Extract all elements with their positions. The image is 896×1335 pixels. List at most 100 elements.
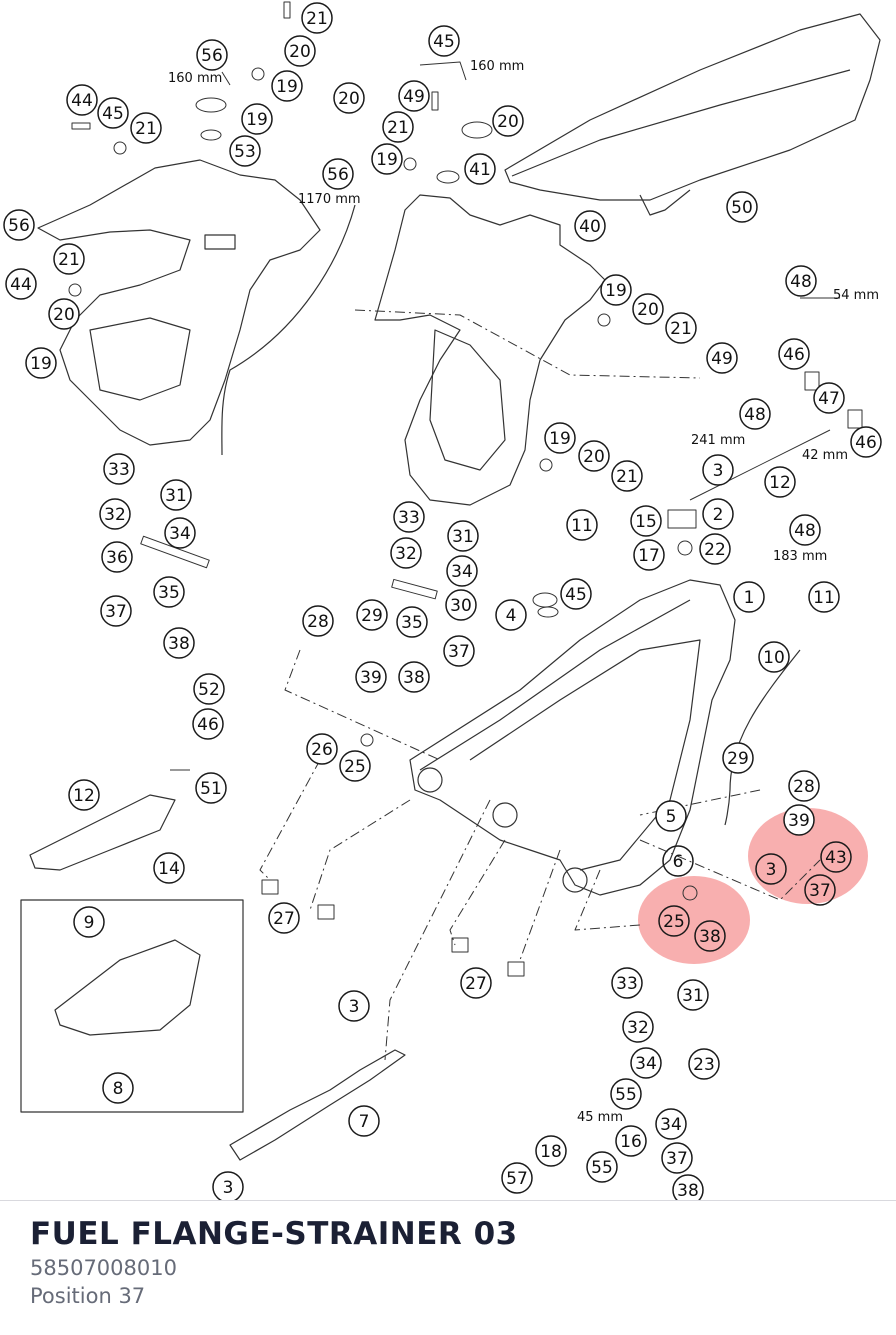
callout-45[interactable]: 45 bbox=[560, 578, 592, 610]
callout-50[interactable]: 50 bbox=[726, 191, 758, 223]
callout-34[interactable]: 34 bbox=[655, 1108, 687, 1140]
callout-45[interactable]: 45 bbox=[428, 25, 460, 57]
callout-21[interactable]: 21 bbox=[665, 312, 697, 344]
callout-29[interactable]: 29 bbox=[722, 742, 754, 774]
callout-34[interactable]: 34 bbox=[446, 555, 478, 587]
callout-23[interactable]: 23 bbox=[688, 1048, 720, 1080]
callout-9[interactable]: 9 bbox=[73, 906, 105, 938]
callout-41[interactable]: 41 bbox=[464, 153, 496, 185]
callout-21[interactable]: 21 bbox=[53, 243, 85, 275]
callout-8[interactable]: 8 bbox=[102, 1072, 134, 1104]
callout-11[interactable]: 11 bbox=[808, 581, 840, 613]
callout-33[interactable]: 33 bbox=[393, 501, 425, 533]
callout-20[interactable]: 20 bbox=[492, 105, 524, 137]
callout-35[interactable]: 35 bbox=[153, 576, 185, 608]
callout-37[interactable]: 37 bbox=[100, 595, 132, 627]
callout-44[interactable]: 44 bbox=[5, 268, 37, 300]
callout-38[interactable]: 38 bbox=[672, 1174, 704, 1200]
callout-31[interactable]: 31 bbox=[160, 479, 192, 511]
callout-11[interactable]: 11 bbox=[566, 509, 598, 541]
callout-33[interactable]: 33 bbox=[103, 453, 135, 485]
callout-34[interactable]: 34 bbox=[630, 1047, 662, 1079]
callout-45[interactable]: 45 bbox=[97, 97, 129, 129]
callout-40[interactable]: 40 bbox=[574, 210, 606, 242]
callout-39[interactable]: 39 bbox=[355, 661, 387, 693]
callout-46[interactable]: 46 bbox=[850, 426, 882, 458]
callout-1[interactable]: 1 bbox=[733, 581, 765, 613]
callout-25[interactable]: 25 bbox=[658, 905, 690, 937]
callout-19[interactable]: 19 bbox=[371, 143, 403, 175]
callout-12[interactable]: 12 bbox=[68, 779, 100, 811]
callout-20[interactable]: 20 bbox=[578, 440, 610, 472]
callout-48[interactable]: 48 bbox=[789, 514, 821, 546]
callout-31[interactable]: 31 bbox=[677, 979, 709, 1011]
callout-38[interactable]: 38 bbox=[163, 627, 195, 659]
callout-49[interactable]: 49 bbox=[706, 342, 738, 374]
callout-21[interactable]: 21 bbox=[130, 112, 162, 144]
callout-32[interactable]: 32 bbox=[622, 1011, 654, 1043]
callout-10[interactable]: 10 bbox=[758, 641, 790, 673]
callout-25[interactable]: 25 bbox=[339, 750, 371, 782]
callout-33[interactable]: 33 bbox=[611, 967, 643, 999]
callout-57[interactable]: 57 bbox=[501, 1162, 533, 1194]
callout-55[interactable]: 55 bbox=[586, 1151, 618, 1183]
callout-19[interactable]: 19 bbox=[600, 274, 632, 306]
callout-19[interactable]: 19 bbox=[544, 422, 576, 454]
callout-43[interactable]: 43 bbox=[820, 841, 852, 873]
callout-14[interactable]: 14 bbox=[153, 852, 185, 884]
callout-27[interactable]: 27 bbox=[460, 967, 492, 999]
callout-55[interactable]: 55 bbox=[610, 1078, 642, 1110]
callout-2[interactable]: 2 bbox=[702, 498, 734, 530]
callout-19[interactable]: 19 bbox=[241, 103, 273, 135]
callout-37[interactable]: 37 bbox=[661, 1142, 693, 1174]
callout-48[interactable]: 48 bbox=[785, 265, 817, 297]
callout-7[interactable]: 7 bbox=[348, 1105, 380, 1137]
callout-20[interactable]: 20 bbox=[48, 298, 80, 330]
callout-48[interactable]: 48 bbox=[739, 398, 771, 430]
callout-36[interactable]: 36 bbox=[101, 541, 133, 573]
callout-52[interactable]: 52 bbox=[193, 673, 225, 705]
callout-27[interactable]: 27 bbox=[268, 902, 300, 934]
callout-4[interactable]: 4 bbox=[495, 599, 527, 631]
callout-21[interactable]: 21 bbox=[301, 2, 333, 34]
callout-32[interactable]: 32 bbox=[390, 537, 422, 569]
callout-39[interactable]: 39 bbox=[783, 804, 815, 836]
callout-21[interactable]: 21 bbox=[611, 460, 643, 492]
callout-46[interactable]: 46 bbox=[192, 708, 224, 740]
callout-3[interactable]: 3 bbox=[212, 1171, 244, 1200]
callout-56[interactable]: 56 bbox=[322, 158, 354, 190]
callout-56[interactable]: 56 bbox=[3, 209, 35, 241]
callout-6[interactable]: 6 bbox=[662, 845, 694, 877]
callout-12[interactable]: 12 bbox=[764, 466, 796, 498]
callout-49[interactable]: 49 bbox=[398, 80, 430, 112]
callout-38[interactable]: 38 bbox=[694, 920, 726, 952]
callout-37[interactable]: 37 bbox=[804, 874, 836, 906]
callout-35[interactable]: 35 bbox=[396, 606, 428, 638]
callout-19[interactable]: 19 bbox=[25, 347, 57, 379]
callout-3[interactable]: 3 bbox=[338, 990, 370, 1022]
callout-17[interactable]: 17 bbox=[633, 539, 665, 571]
callout-53[interactable]: 53 bbox=[229, 135, 261, 167]
callout-16[interactable]: 16 bbox=[615, 1125, 647, 1157]
callout-46[interactable]: 46 bbox=[778, 338, 810, 370]
callout-56[interactable]: 56 bbox=[196, 39, 228, 71]
callout-20[interactable]: 20 bbox=[632, 293, 664, 325]
callout-44[interactable]: 44 bbox=[66, 84, 98, 116]
callout-30[interactable]: 30 bbox=[445, 589, 477, 621]
callout-31[interactable]: 31 bbox=[447, 520, 479, 552]
callout-28[interactable]: 28 bbox=[302, 605, 334, 637]
callout-21[interactable]: 21 bbox=[382, 111, 414, 143]
callout-3[interactable]: 3 bbox=[702, 454, 734, 486]
callout-26[interactable]: 26 bbox=[306, 733, 338, 765]
callout-22[interactable]: 22 bbox=[699, 533, 731, 565]
callout-20[interactable]: 20 bbox=[284, 35, 316, 67]
callout-38[interactable]: 38 bbox=[398, 661, 430, 693]
callout-37[interactable]: 37 bbox=[443, 635, 475, 667]
callout-29[interactable]: 29 bbox=[356, 599, 388, 631]
callout-51[interactable]: 51 bbox=[195, 772, 227, 804]
callout-19[interactable]: 19 bbox=[271, 70, 303, 102]
callout-3[interactable]: 3 bbox=[755, 853, 787, 885]
callout-20[interactable]: 20 bbox=[333, 82, 365, 114]
callout-5[interactable]: 5 bbox=[655, 800, 687, 832]
callout-32[interactable]: 32 bbox=[99, 498, 131, 530]
